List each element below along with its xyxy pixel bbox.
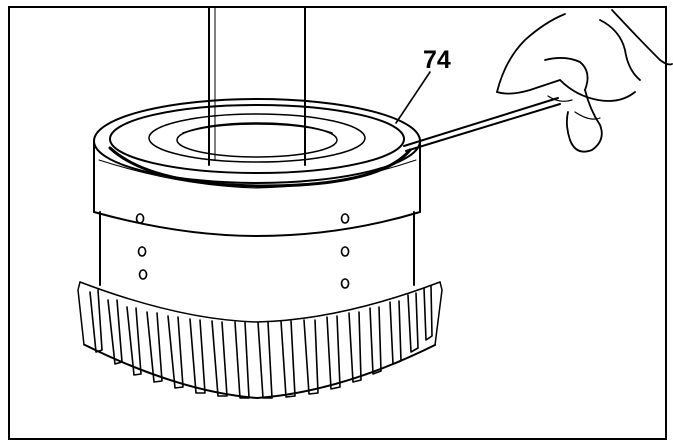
figure-frame [8,6,667,440]
hand [496,9,673,153]
helical-gear [77,281,443,399]
screwdriver [403,97,561,152]
clutch-drum [93,140,421,286]
callout-74-label: 74 [423,46,451,74]
callout-leader [395,71,431,124]
snap-ring [108,146,412,188]
shaft [208,7,306,166]
drum-holes [135,213,350,289]
drum-top [93,98,421,184]
